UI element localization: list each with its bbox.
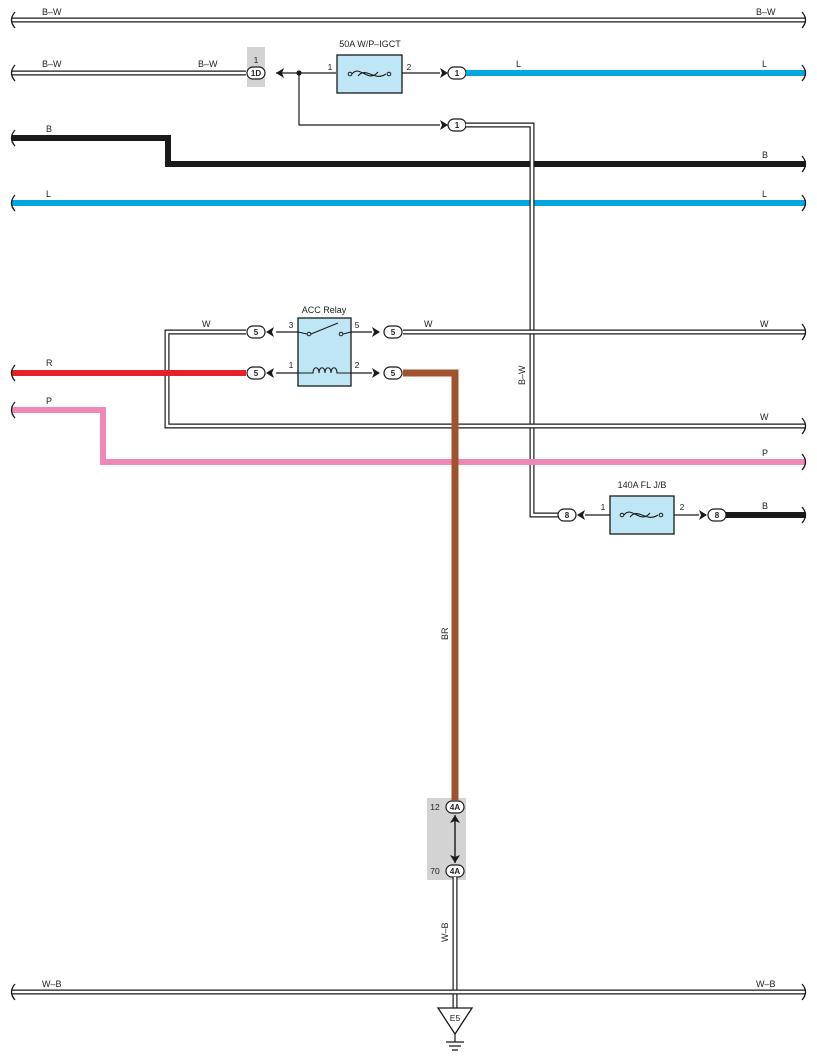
arrow-jb-in [577,510,585,520]
wire-label: L [516,59,521,69]
connector-relay-1: 5 [246,366,266,380]
wire-label: P [46,396,52,406]
connector-relay-5: 5 [383,325,403,339]
wire-label: W [424,319,433,329]
wire-label: P [762,448,768,458]
wire-label: L [46,189,51,199]
junction-dot [296,70,302,76]
connector-4a-bot: 4A 70 [430,864,465,878]
fuse-140a-label: 140A FL J/B [618,480,667,490]
wire-break-marks [10,11,807,1001]
connector-code: 1D [251,69,261,78]
wire-label: B–W [517,365,527,385]
connector-fuse-out: 1 [447,66,467,80]
connector-code: 4A [450,803,460,812]
connector-pin: 1 [455,121,460,130]
wire-label: B–W [198,59,218,69]
connector-4a-top: 4A 12 [430,800,465,814]
wire-label: W [760,319,769,329]
arrow-relay-2 [372,368,380,378]
wire-label: BR [440,627,450,640]
fuse-140a-pin-out: 2 [680,502,685,512]
arrow-relay-5 [372,327,380,337]
connector-pin: 5 [391,369,396,378]
wire-label: W–B [756,979,776,989]
wire-w-loop [164,329,806,429]
connector-pin: 5 [391,328,396,337]
connector-pin: 5 [254,328,259,337]
connector-branch: 1 [447,118,467,132]
arrow-fuse-out [440,68,448,78]
relay-pin: 1 [289,360,294,370]
wire-label: B [762,501,768,511]
connector-jb-out: 8 [707,508,727,522]
wire-label: B–W [42,7,62,17]
fuse-50a-pin-in: 1 [328,62,333,72]
arrow-4a-down [450,855,460,863]
relay-pin: 5 [355,320,360,330]
connector-relay-3: 5 [246,325,266,339]
connector-pin: 70 [430,866,440,876]
connector-relay-2: 5 [383,366,403,380]
arrow-relay-3 [266,327,274,337]
wire-label: B–W [756,7,776,17]
ground-e5 [436,1007,474,1051]
wire-label: B–W [42,59,62,69]
wire-label: W [760,412,769,422]
wire-bw-vertical [466,122,558,518]
connector-pin: 1 [254,55,259,65]
relay-pin: 2 [355,360,360,370]
arrow-relay-1 [266,368,274,378]
connector-code: 4A [450,867,460,876]
connector-pin: 1 [455,69,460,78]
fuse-140a [609,495,675,535]
relay-pin: 3 [289,320,294,330]
connector-jb-in: 8 [557,508,577,522]
wire-label: W–B [42,979,62,989]
ground-label: E5 [450,1013,461,1023]
wire-label: B [46,124,52,134]
fuse-50a-label: 50A W/P–IGCT [339,39,401,49]
wire-label: R [46,358,53,368]
connector-pin: 5 [254,369,259,378]
fuse-50a-pin-out: 2 [407,62,412,72]
acc-relay [297,317,352,387]
connector-pin: 8 [715,511,720,520]
wire-label: W [202,319,211,329]
fuse-140a-pin-in: 1 [601,502,606,512]
connector-pin: 8 [565,511,570,520]
connector-1d: 1D 1 [246,55,266,80]
arrow-jb-out [699,510,707,520]
wire-label: L [762,59,767,69]
wire-br [403,369,459,800]
arrow-branch [440,120,448,130]
connector-pin: 12 [430,802,440,812]
wire-thin-relay [276,331,372,374]
wire-label: W–B [440,922,450,942]
arrow-1d [276,68,284,78]
wire-label: B [762,150,768,160]
wire-b-main [12,135,806,167]
wire-label: L [762,189,767,199]
fuse-50a [336,54,403,94]
wire-p [12,407,806,465]
wire-thin-junction [276,72,440,126]
acc-relay-label: ACC Relay [302,305,347,315]
arrow-4a-up [450,815,460,823]
